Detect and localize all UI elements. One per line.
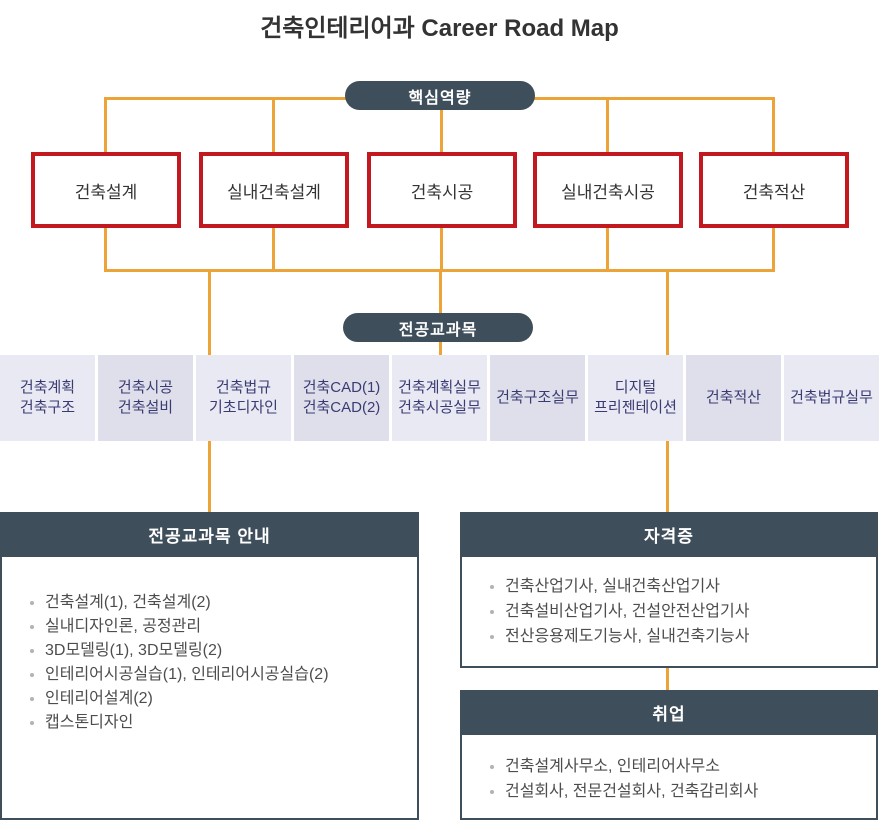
bullet-icon bbox=[490, 789, 494, 794]
connector-to-certificates bbox=[666, 441, 669, 513]
competency-box-architectural-design: 건축설계 bbox=[31, 152, 181, 228]
bullet-icon bbox=[30, 649, 34, 653]
bullet-icon bbox=[30, 697, 34, 701]
connector-drop-right bbox=[666, 269, 669, 357]
connector-stub-bottom-2 bbox=[272, 228, 275, 272]
connector-stub-bottom-4 bbox=[606, 228, 609, 272]
course-box-8: 건축적산 bbox=[686, 355, 781, 441]
list-item-text: 건설회사, 전문건설회사, 건축감리회사 bbox=[505, 783, 759, 800]
connector-drop-left bbox=[208, 269, 211, 357]
course-box-6: 건축구조실무 bbox=[490, 355, 585, 441]
list-item-text: 인테리어설계(2) bbox=[45, 690, 153, 707]
connector-stub-top-4 bbox=[606, 97, 609, 152]
course-guide-header: 전공교과목 안내 bbox=[0, 512, 419, 557]
list-item: 전산응용제도기능사, 실내건축기능사 bbox=[462, 624, 876, 649]
list-item-text: 전산응용제도기능사, 실내건축기능사 bbox=[505, 628, 750, 645]
list-item-text: 건축설계(1), 건축설계(2) bbox=[45, 594, 211, 611]
certificates-body: 건축산업기사, 실내건축산업기사 건축설비산업기사, 건설안전산업기사 전산응용… bbox=[460, 557, 878, 668]
course-guide-body: 건축설계(1), 건축설계(2) 실내디자인론, 공정관리 3D모델링(1), … bbox=[0, 557, 419, 820]
list-item: 캡스톤디자인 bbox=[2, 711, 417, 735]
bullet-icon bbox=[490, 584, 494, 589]
certificates-panel: 자격증 건축산업기사, 실내건축산업기사 건축설비산업기사, 건설안전산업기사 … bbox=[460, 512, 878, 668]
connector-stub-top-2 bbox=[272, 97, 275, 152]
employment-header: 취업 bbox=[460, 690, 878, 735]
course-box-1: 건축계획 건축구조 bbox=[0, 355, 95, 441]
competency-box-construction: 건축시공 bbox=[367, 152, 517, 228]
connector-stub-bottom-5 bbox=[772, 228, 775, 272]
list-item-text: 건축산업기사, 실내건축산업기사 bbox=[505, 578, 720, 595]
connector-stub-bottom-3 bbox=[440, 228, 443, 272]
competency-box-interior-design: 실내건축설계 bbox=[199, 152, 349, 228]
course-box-4: 건축CAD(1) 건축CAD(2) bbox=[294, 355, 389, 441]
course-box-9: 건축법규실무 bbox=[784, 355, 879, 441]
course-box-3: 건축법규 기초디자인 bbox=[196, 355, 291, 441]
employment-list: 건축설계사무소, 인테리어사무소 건설회사, 전문건설회사, 건축감리회사 bbox=[462, 754, 876, 804]
bullet-icon bbox=[490, 609, 494, 614]
course-guide-panel: 전공교과목 안내 건축설계(1), 건축설계(2) 실내디자인론, 공정관리 3… bbox=[0, 512, 419, 820]
bullet-icon bbox=[30, 673, 34, 677]
bullet-icon bbox=[30, 625, 34, 629]
certificates-header: 자격증 bbox=[460, 512, 878, 557]
list-item-text: 건축설계사무소, 인테리어사무소 bbox=[505, 758, 720, 775]
bullet-icon bbox=[490, 764, 494, 769]
competency-box-estimation: 건축적산 bbox=[699, 152, 849, 228]
bullet-icon bbox=[30, 601, 34, 605]
list-item: 건설회사, 전문건설회사, 건축감리회사 bbox=[462, 779, 876, 804]
list-item: 건축설계(1), 건축설계(2) bbox=[2, 591, 417, 615]
connector-to-guide bbox=[208, 441, 211, 513]
list-item: 건축설계사무소, 인테리어사무소 bbox=[462, 754, 876, 779]
major-courses-badge: 전공교과목 bbox=[343, 313, 533, 342]
connector-stub-bottom-1 bbox=[104, 228, 107, 272]
competency-box-interior-construction: 실내건축시공 bbox=[533, 152, 683, 228]
list-item-text: 3D모델링(1), 3D모델링(2) bbox=[45, 642, 223, 659]
course-box-5: 건축계획실무 건축시공실무 bbox=[392, 355, 487, 441]
list-item: 3D모델링(1), 3D모델링(2) bbox=[2, 639, 417, 663]
list-item: 인테리어시공실습(1), 인테리어시공실습(2) bbox=[2, 663, 417, 687]
connector-stub-top-5 bbox=[772, 97, 775, 152]
core-competency-badge: 핵심역량 bbox=[345, 81, 535, 110]
course-box-2: 건축시공 건축설비 bbox=[98, 355, 193, 441]
employment-body: 건축설계사무소, 인테리어사무소 건설회사, 전문건설회사, 건축감리회사 bbox=[460, 735, 878, 820]
list-item-text: 실내디자인론, 공정관리 bbox=[45, 618, 202, 635]
bullet-icon bbox=[490, 634, 494, 639]
list-item-text: 인테리어시공실습(1), 인테리어시공실습(2) bbox=[45, 666, 329, 683]
connector-stub-top-1 bbox=[104, 97, 107, 152]
course-guide-list: 건축설계(1), 건축설계(2) 실내디자인론, 공정관리 3D모델링(1), … bbox=[2, 591, 417, 735]
connector-to-employment bbox=[666, 668, 669, 691]
course-row: 건축계획 건축구조 건축시공 건축설비 건축법규 기초디자인 건축CAD(1) … bbox=[0, 355, 879, 441]
connector-stub-top-3 bbox=[440, 97, 443, 152]
list-item: 건축설비산업기사, 건설안전산업기사 bbox=[462, 599, 876, 624]
page-title: 건축인테리어과 Career Road Map bbox=[260, 15, 619, 42]
employment-panel: 취업 건축설계사무소, 인테리어사무소 건설회사, 전문건설회사, 건축감리회사 bbox=[460, 690, 878, 820]
list-item-text: 캡스톤디자인 bbox=[45, 714, 134, 731]
course-box-7: 디지털 프리젠테이션 bbox=[588, 355, 683, 441]
list-item: 건축산업기사, 실내건축산업기사 bbox=[462, 574, 876, 599]
list-item-text: 건축설비산업기사, 건설안전산업기사 bbox=[505, 603, 750, 620]
certificates-list: 건축산업기사, 실내건축산업기사 건축설비산업기사, 건설안전산업기사 전산응용… bbox=[462, 574, 876, 649]
list-item: 인테리어설계(2) bbox=[2, 687, 417, 711]
bullet-icon bbox=[30, 721, 34, 725]
list-item: 실내디자인론, 공정관리 bbox=[2, 615, 417, 639]
